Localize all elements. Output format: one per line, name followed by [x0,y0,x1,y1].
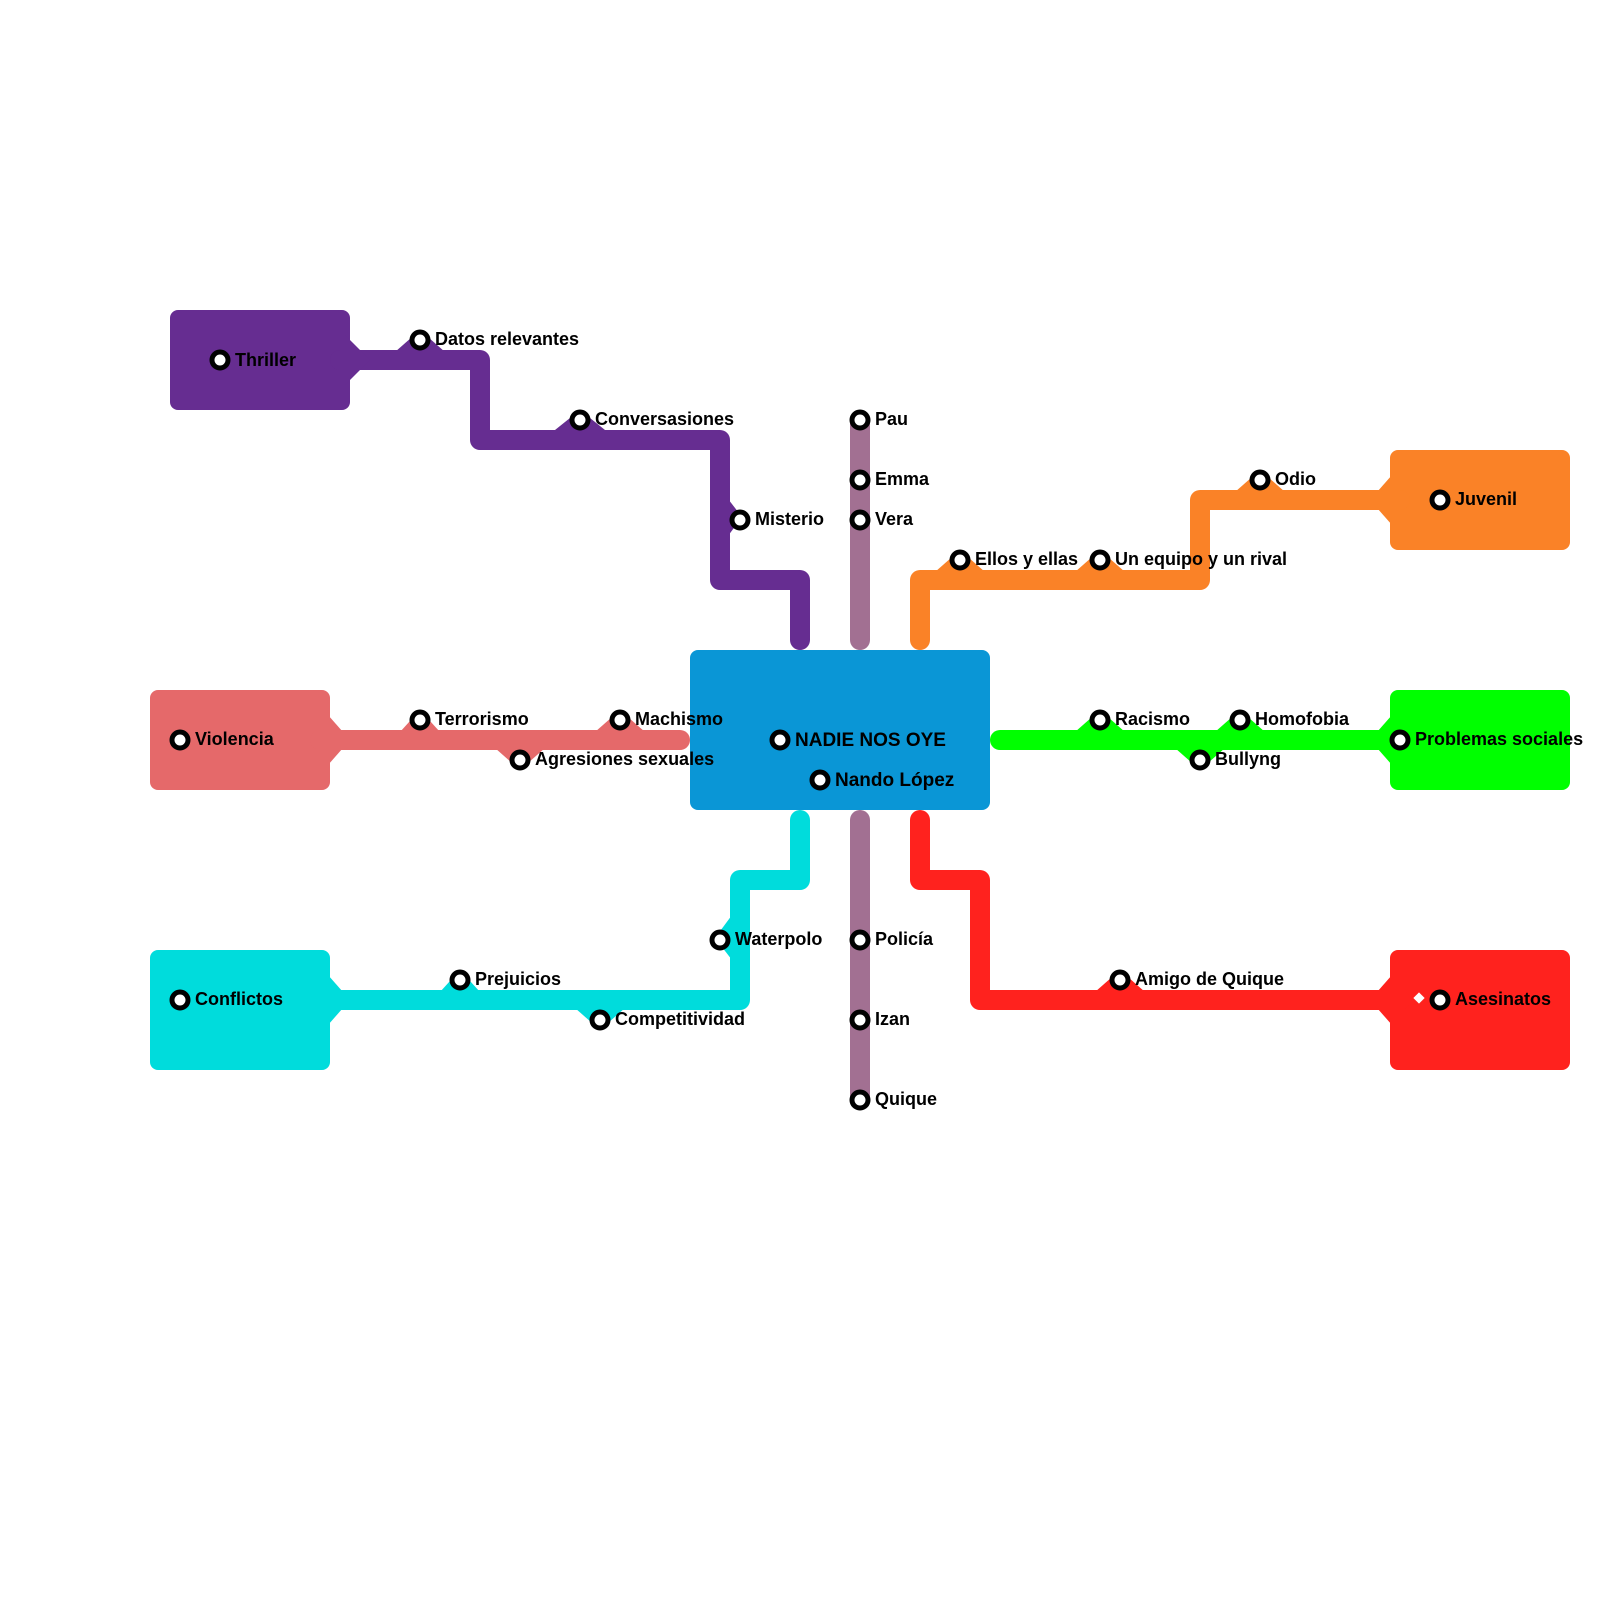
line-juvenil [910,450,1570,650]
label-waterpolo: Waterpolo [735,929,822,949]
label-juvenil: Juvenil [1455,489,1517,509]
taper-problemas-sociales [1370,715,1392,765]
terminal-block-asesinatos [1390,950,1570,1070]
station-agresiones-sexuales[interactable] [509,749,531,771]
station-hub-author[interactable] [809,769,831,791]
taper-conflictos [328,975,350,1025]
terminal-block-thriller [170,310,350,410]
station-thriller-terminal[interactable] [209,349,231,371]
route-thriller [330,350,810,650]
label-policia: Policía [875,929,934,949]
station-asesinatos-terminal[interactable] [1429,989,1451,1011]
hub-block [690,650,990,810]
station-conflictos-terminal[interactable] [169,989,191,1011]
label-conflictos: Conflictos [195,989,283,1009]
taper-thriller [345,335,370,385]
station-bullyng[interactable] [1189,749,1211,771]
route-asesinatos [910,810,1410,1010]
station-competitividad[interactable] [589,1009,611,1031]
station-ellos-y-ellas[interactable] [949,549,971,571]
station-juvenil-terminal[interactable] [1429,489,1451,511]
station-vera[interactable] [849,509,871,531]
station-izan[interactable] [849,1009,871,1031]
station-racismo[interactable] [1089,709,1111,731]
label-amigo-de-quique: Amigo de Quique [1135,969,1284,989]
route-juvenil [910,490,1410,650]
station-terrorismo[interactable] [409,709,431,731]
terminal-block-problemas-sociales [1390,690,1570,790]
station-pau[interactable] [849,409,871,431]
label-un-equipo-y-un-rival: Un equipo y un rival [1115,549,1287,569]
hub-title: NADIE NOS OYE [795,730,946,751]
label-misterio: Misterio [755,509,824,529]
taper-juvenil [1370,475,1392,525]
route-conflictos [310,810,810,1010]
terminal-block-violencia [150,690,330,790]
label-thriller: Thriller [235,350,296,370]
station-quique[interactable] [849,1089,871,1111]
station-amigo-de-quique[interactable] [1109,969,1131,991]
station-un-equipo-y-un-rival[interactable] [1089,549,1111,571]
terminal-block-conflictos [150,950,330,1070]
label-conversasiones: Conversasiones [595,409,734,429]
label-emma: Emma [875,469,930,489]
line-thriller [170,310,810,650]
station-homofobia[interactable] [1229,709,1251,731]
label-agresiones-sexuales: Agresiones sexuales [535,749,714,769]
station-problemas-sociales-terminal[interactable] [1389,729,1411,751]
label-competitividad: Competitividad [615,1009,745,1029]
label-odio: Odio [1275,469,1316,489]
label-ellos-y-ellas: Ellos y ellas [975,549,1078,569]
taper-violencia [328,715,350,765]
label-racismo: Racismo [1115,709,1190,729]
line-asesinatos [910,810,1570,1070]
hub-author: Nando López [835,770,954,791]
station-datos-relevantes[interactable] [409,329,431,351]
label-violencia: Violencia [195,729,275,749]
station-emma[interactable] [849,469,871,491]
label-datos-relevantes: Datos relevantes [435,329,579,349]
label-quique: Quique [875,1089,937,1109]
label-bullyng: Bullyng [1215,749,1281,769]
line-problemas-sociales [990,690,1570,790]
terminal-block-juvenil [1390,450,1570,550]
diamond-marker [1413,992,1425,1004]
station-hub-title[interactable] [769,729,791,751]
label-machismo: Machismo [635,709,723,729]
label-homofobia: Homofobia [1255,709,1350,729]
label-pau: Pau [875,409,908,429]
taper-asesinatos [1370,975,1392,1025]
station-violencia-terminal[interactable] [169,729,191,751]
station-waterpolo[interactable] [709,929,731,951]
label-asesinatos: Asesinatos [1455,989,1551,1009]
station-machismo[interactable] [609,709,631,731]
line-conflictos [150,810,810,1070]
label-terrorismo: Terrorismo [435,709,529,729]
station-prejuicios[interactable] [449,969,471,991]
label-izan: Izan [875,1009,910,1029]
label-prejuicios: Prejuicios [475,969,561,989]
station-misterio[interactable] [729,509,751,531]
station-odio[interactable] [1249,469,1271,491]
station-conversasiones[interactable] [569,409,591,431]
label-problemas-sociales: Problemas sociales [1415,729,1583,749]
station-policia[interactable] [849,929,871,951]
label-vera: Vera [875,509,914,529]
